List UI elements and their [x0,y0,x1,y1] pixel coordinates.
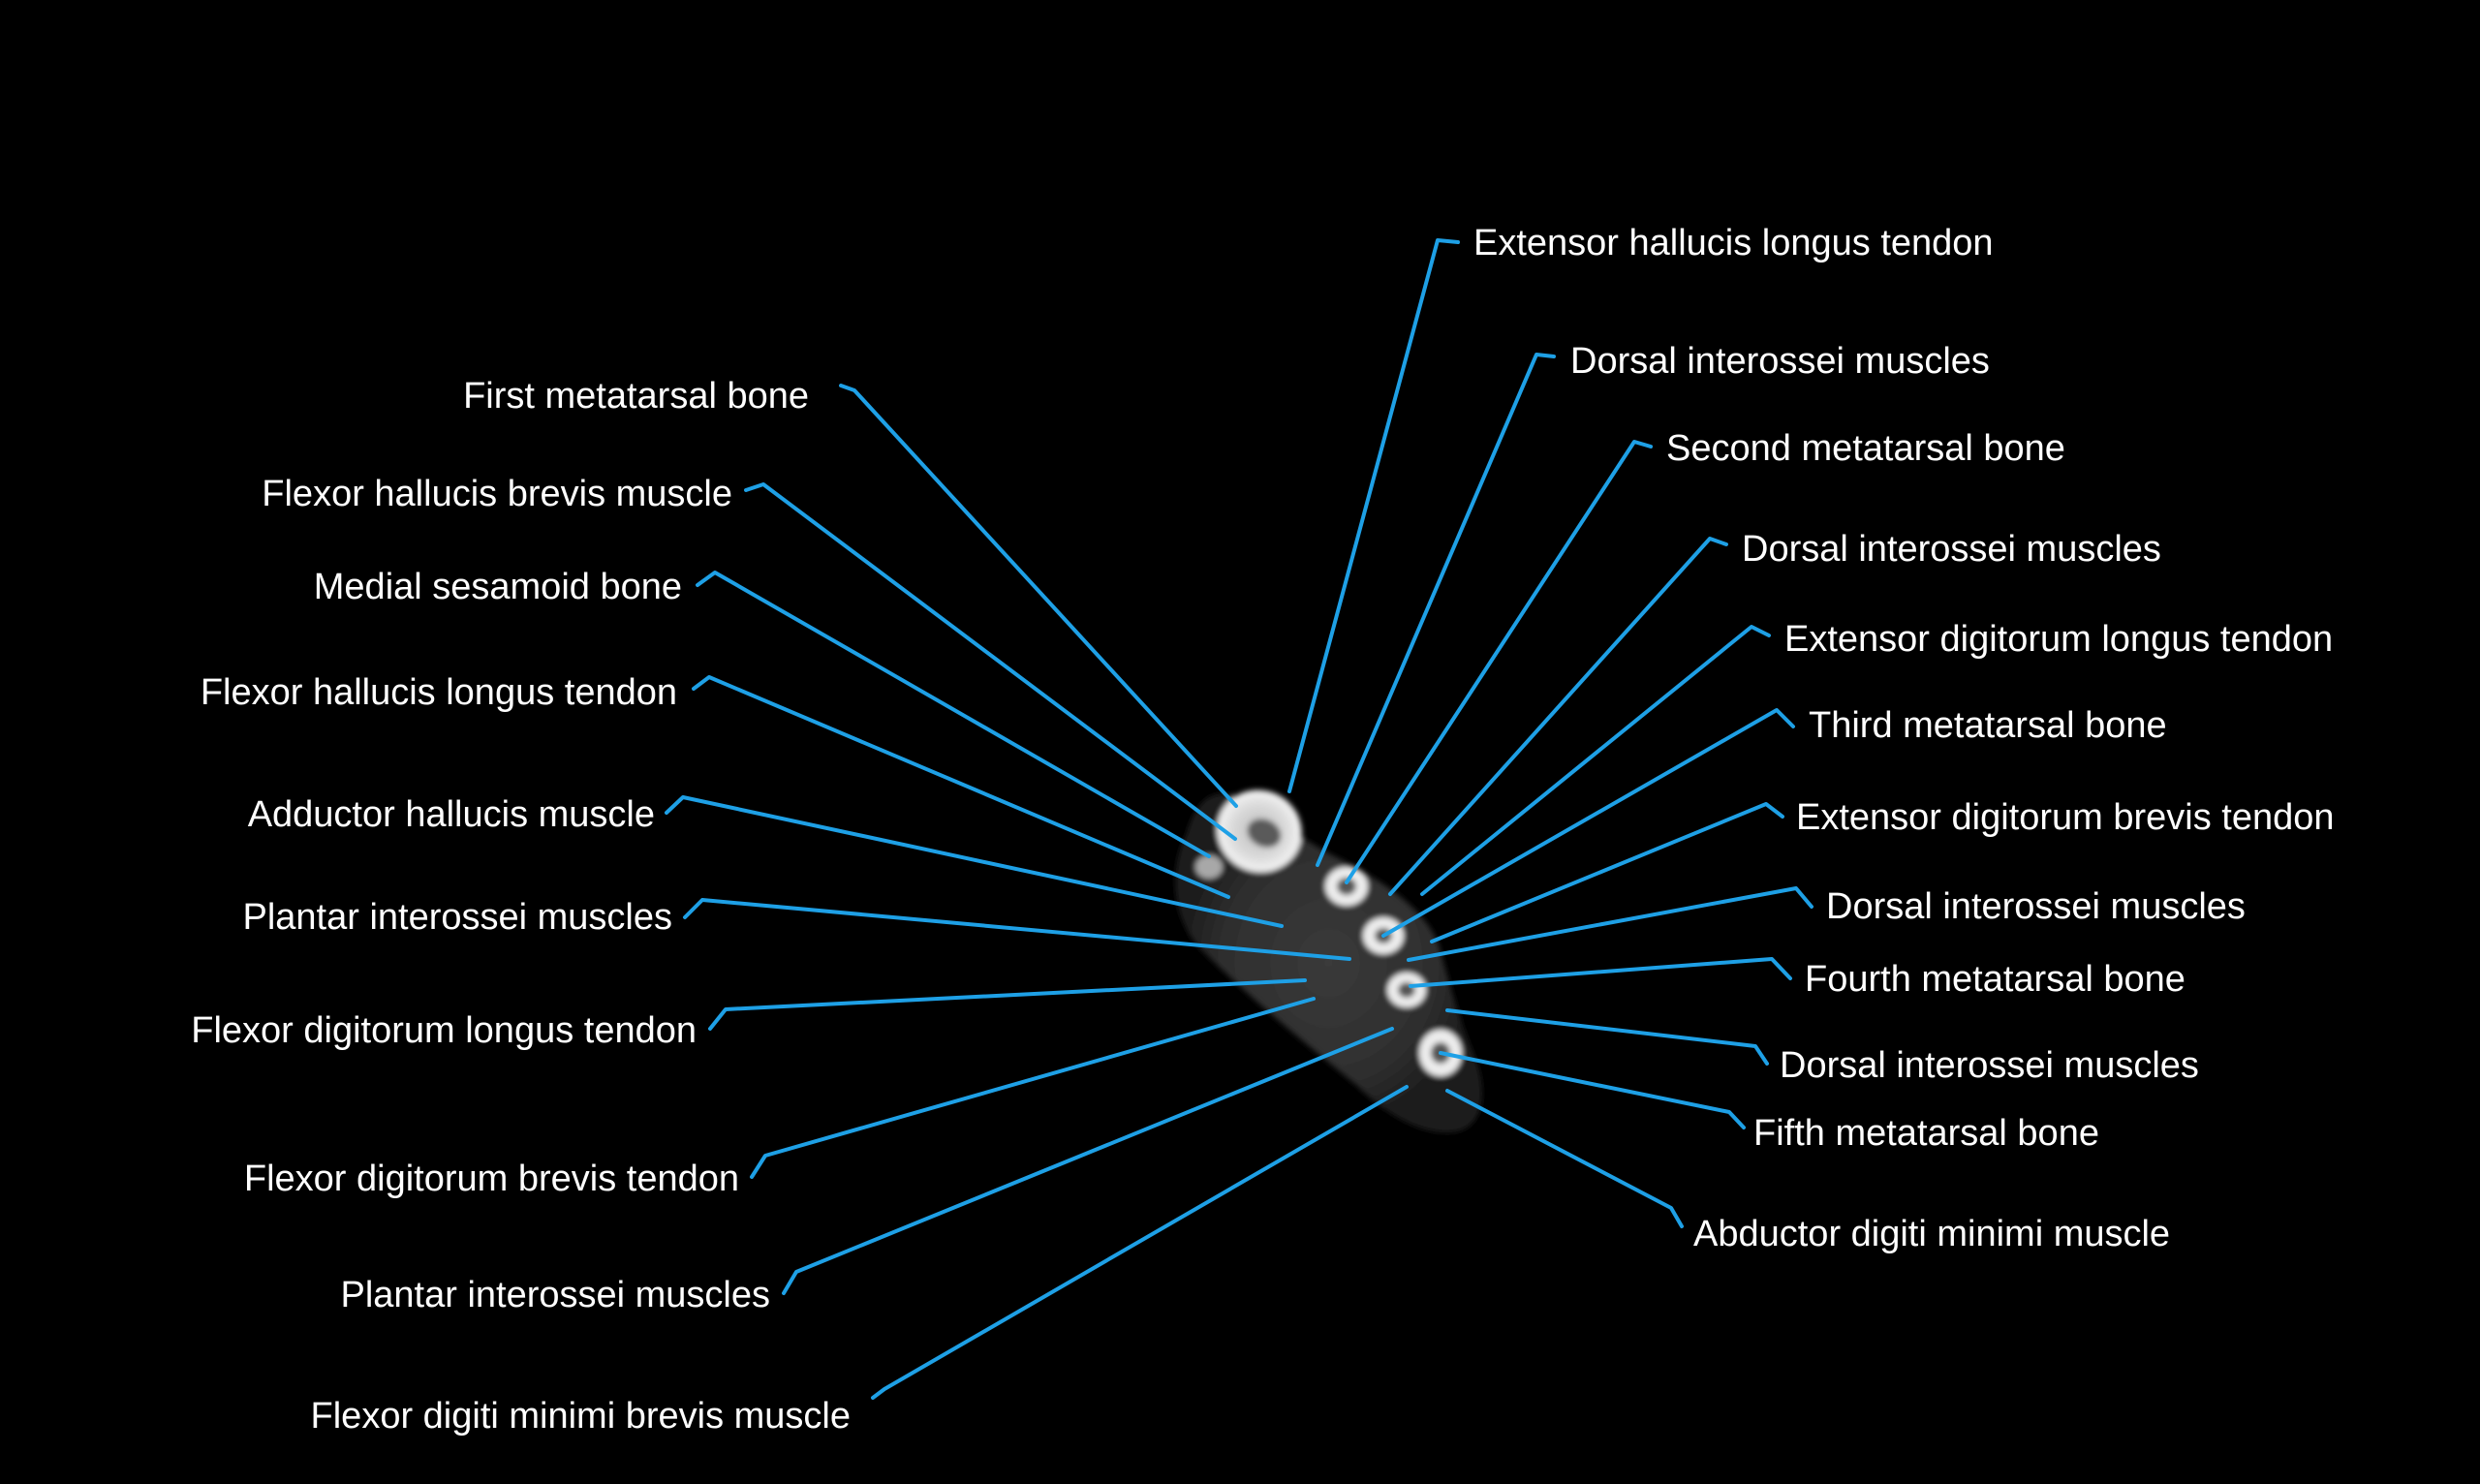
leader-fifth-metatarsal-bone [1439,1051,1746,1129]
leader-second-metatarsal-bone [1345,440,1653,884]
leader-plantar-interossei-muscles-2 [782,1027,1394,1295]
leader-flexor-hallucis-brevis-muscle [744,482,1237,841]
leader-flexor-hallucis-longus-tendon [692,675,1230,899]
leader-lines [665,238,1814,1400]
leader-third-metatarsal-bone [1381,708,1795,938]
label-abductor-digiti-minimi-muscle: Abductor digiti minimi muscle [1693,1214,2170,1254]
label-dorsal-interossei-muscles-1: Dorsal interossei muscles [1570,341,1990,382]
label-medial-sesamoid-bone: Medial sesamoid bone [314,567,682,607]
leader-dorsal-interossei-muscles-3 [1407,886,1814,962]
ct-cross-section-image [1175,789,1482,1133]
label-extensor-digitorum-longus-tendon: Extensor digitorum longus tendon [1784,619,2333,660]
sesamoid-image [1195,855,1223,879]
leader-extensor-hallucis-longus-tendon [1287,238,1460,793]
label-dorsal-interossei-muscles-4: Dorsal interossei muscles [1780,1045,2199,1086]
leader-medial-sesamoid-bone [696,571,1211,858]
label-fifth-metatarsal-bone: Fifth metatarsal bone [1753,1113,2099,1154]
leader-flexor-digitorum-brevis-tendon [750,997,1316,1179]
label-fourth-metatarsal-bone: Fourth metatarsal bone [1805,959,2186,1000]
label-dorsal-interossei-muscles-3: Dorsal interossei muscles [1826,886,2246,927]
leader-fourth-metatarsal-bone [1409,957,1792,988]
labels-left: First metatarsal bone Flexor hallucis br… [191,376,851,1437]
leader-extensor-digitorum-brevis-tendon [1430,802,1784,943]
leader-extensor-digitorum-longus-tendon [1420,625,1771,896]
label-extensor-digitorum-brevis-tendon: Extensor digitorum brevis tendon [1796,797,2335,838]
leader-dorsal-interossei-muscles-1 [1316,353,1556,867]
fourth-metatarsal-image [1387,973,1426,1007]
leader-flexor-digitorum-longus-tendon [708,978,1307,1031]
label-flexor-digitorum-longus-tendon: Flexor digitorum longus tendon [191,1010,697,1051]
leader-adductor-hallucis-muscle [665,795,1284,928]
label-second-metatarsal-bone: Second metatarsal bone [1666,428,2065,469]
leader-dorsal-interossei-muscles-2 [1388,537,1728,896]
label-flexor-hallucis-longus-tendon: Flexor hallucis longus tendon [201,672,677,713]
label-third-metatarsal-bone: Third metatarsal bone [1809,705,2167,746]
label-adductor-hallucis-muscle: Adductor hallucis muscle [248,794,655,835]
leader-flexor-digiti-minimi-brevis-muscle [871,1085,1409,1400]
leader-abductor-digiti-minimi-muscle [1445,1089,1684,1228]
label-extensor-hallucis-longus-tendon: Extensor hallucis longus tendon [1473,223,1994,263]
second-metatarsal-image [1325,867,1368,906]
leader-dorsal-interossei-muscles-4 [1445,1008,1769,1066]
label-flexor-hallucis-brevis-muscle: Flexor hallucis brevis muscle [262,474,732,514]
label-first-metatarsal-bone: First metatarsal bone [463,376,809,417]
label-flexor-digiti-minimi-brevis-muscle: Flexor digiti minimi brevis muscle [311,1396,851,1437]
labels-right: Extensor hallucis longus tendon Dorsal i… [1473,223,2335,1254]
leader-first-metatarsal-bone [839,384,1238,808]
label-flexor-digitorum-brevis-tendon: Flexor digitorum brevis tendon [244,1159,739,1199]
label-plantar-interossei-muscles-2: Plantar interossei muscles [340,1275,770,1315]
leader-plantar-interossei-muscles-1 [683,898,1351,961]
label-plantar-interossei-muscles-1: Plantar interossei muscles [242,897,672,938]
foot-soft-tissue [1175,793,1482,1133]
label-dorsal-interossei-muscles-2: Dorsal interossei muscles [1742,529,2161,570]
